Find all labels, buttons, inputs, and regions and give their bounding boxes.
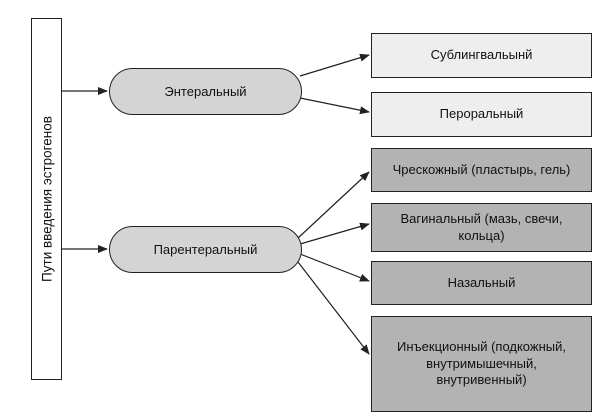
- root-label: Пути введения эстрогенов: [39, 116, 54, 282]
- arrow-parenteral-to-nasal: [299, 253, 370, 282]
- root-box: Пути введения эстрогенов: [31, 18, 62, 380]
- enteral-node: Энтеральный: [109, 68, 302, 115]
- injection-node: Инъекционный (подкожный, внутримышечный,…: [371, 316, 592, 412]
- peroral-node: Пероральный: [371, 92, 592, 137]
- vaginal-node: Вагинальный (мазь, свечи, кольца): [371, 203, 592, 252]
- arrow-parenteral-to-vaginal: [299, 222, 370, 245]
- arrow-parenteral-to-injection: [297, 261, 370, 355]
- arrow-enteral-to-peroral: [299, 97, 370, 115]
- arrow-enteral-to-sublingual: [299, 53, 370, 77]
- nasal-node: Назальный: [371, 261, 592, 305]
- transdermal-node: Чрескожный (пластырь, гель): [371, 148, 592, 192]
- parenteral-node: Парентеральный: [109, 226, 302, 273]
- sublingual-node: Сублингвальынй: [371, 33, 592, 78]
- arrow-parenteral-to-transdermal: [297, 171, 370, 239]
